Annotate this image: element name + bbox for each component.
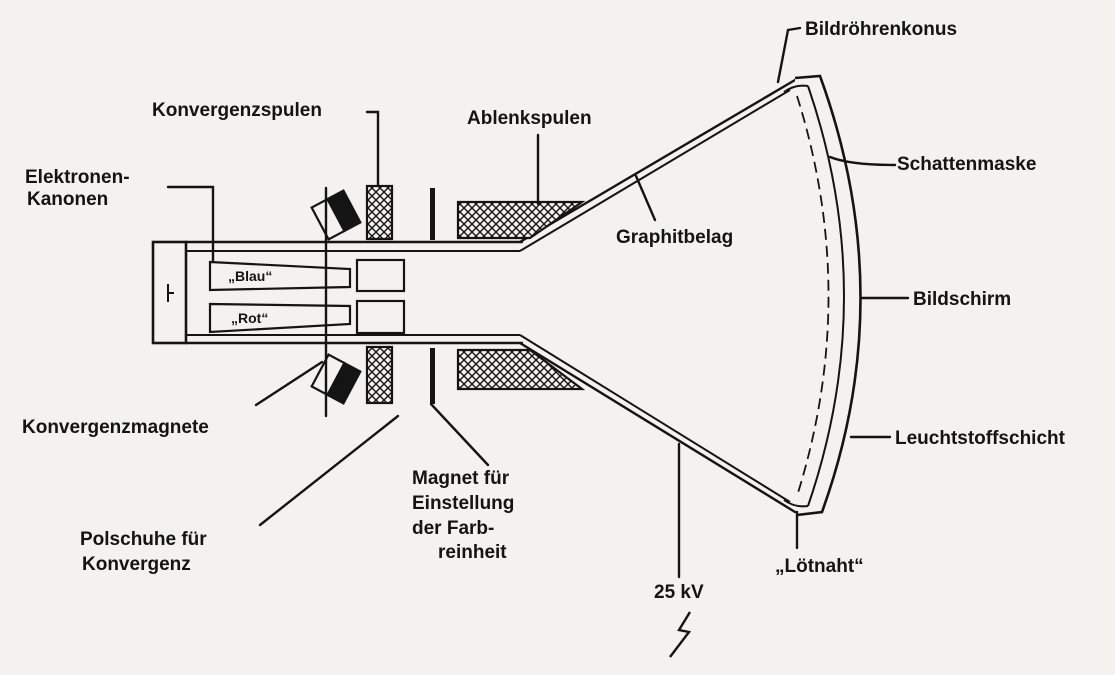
cone-wall <box>518 78 797 514</box>
label-leuchtstoffschicht: Leuchtstoffschicht <box>895 428 1066 449</box>
deflection-coil-top <box>456 200 586 240</box>
purity-magnet-bottom <box>430 348 435 404</box>
label-polschuhe-1: Polschuhe für <box>80 529 207 550</box>
convergence-magnet-top <box>310 189 362 241</box>
leader-elektronen-kanonen <box>166 185 215 264</box>
leader-polschuhe <box>258 186 400 527</box>
label-schattenmaske: Schattenmaske <box>897 154 1036 175</box>
convergence-magnet-bottom <box>310 353 362 405</box>
electron-gun-red <box>208 299 406 335</box>
tube-neck <box>184 240 524 345</box>
label-elektronen-kanonen-2: Kanonen <box>27 189 108 210</box>
label-graphitbelag: Graphitbelag <box>616 227 733 248</box>
label-magnet-1: Magnet für <box>412 468 510 489</box>
label-magnet-4: reinheit <box>438 542 507 563</box>
leader-schattenmaske <box>828 155 897 167</box>
screen-faceplate <box>783 74 862 517</box>
label-loetnaht: „Lötnaht“ <box>775 556 864 577</box>
label-bildroehrenkonus: Bildröhrenkonus <box>805 19 957 40</box>
label-spannung: 25 kV <box>654 582 704 603</box>
label-magnet-3: der Farb- <box>412 518 494 539</box>
leader-magnet <box>429 402 490 467</box>
label-ablenkspulen: Ablenkspulen <box>467 108 592 129</box>
deflection-coil-bottom <box>456 348 586 391</box>
shadow-mask <box>796 95 830 497</box>
purity-magnet-top <box>430 188 435 240</box>
label-bildschirm: Bildschirm <box>913 289 1011 310</box>
label-magnet-2: Einstellung <box>412 493 514 514</box>
convergence-coil-bottom <box>365 345 394 405</box>
label-konvergenzmagnete: Konvergenzmagnete <box>22 417 209 438</box>
label-gun-blau: „Blau“ <box>228 268 272 284</box>
leader-konvergenzmagnete <box>254 360 324 407</box>
convergence-coil-top <box>365 184 394 241</box>
leader-bildroehrenkonus <box>776 26 802 84</box>
label-polschuhe-2: Konvergenz <box>82 554 191 575</box>
label-konvergenzspulen: Konvergenzspulen <box>152 100 322 121</box>
lightning-icon <box>669 611 692 658</box>
leader-konvergenzspulen <box>365 110 380 188</box>
leader-graphitbelag <box>634 174 657 222</box>
neck-base <box>151 240 188 345</box>
electron-gun-blue <box>208 258 406 293</box>
label-gun-rot: „Rot“ <box>231 310 268 326</box>
label-elektronen-kanonen-1: Elektronen- <box>25 167 130 188</box>
